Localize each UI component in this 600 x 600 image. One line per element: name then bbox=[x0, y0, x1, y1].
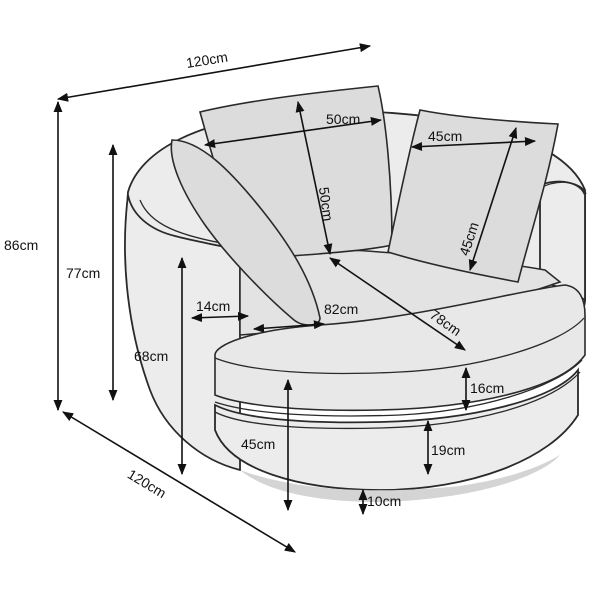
chair-base bbox=[214, 367, 579, 491]
label-seat-width: 82cm bbox=[324, 301, 358, 317]
label-back-pillow-height: 50cm bbox=[316, 186, 337, 222]
label-arm-width: 14cm bbox=[196, 298, 230, 314]
right-arm-piping bbox=[539, 181, 587, 195]
label-foot-height: 10cm bbox=[367, 493, 401, 509]
label-seat-height: 45cm bbox=[241, 436, 275, 452]
dim-line-seat-diagonal bbox=[329, 257, 466, 351]
dim-line-back-pillow-width bbox=[203, 116, 383, 149]
label-back-pillow-width: 50cm bbox=[326, 111, 360, 127]
dimension-lines bbox=[53, 43, 537, 553]
label-total-height: 86cm bbox=[4, 237, 38, 253]
label-base-height: 19cm bbox=[431, 442, 465, 458]
seat-cushion-top-piping bbox=[214, 317, 585, 375]
dim-line-back-pillow-height bbox=[295, 100, 333, 256]
dim-line-arm-width bbox=[190, 311, 250, 323]
label-arm-height: 68cm bbox=[134, 348, 168, 364]
dim-line-total-width bbox=[56, 43, 372, 102]
dim-line-scatter-pillow-height bbox=[468, 126, 518, 272]
label-cushion-thickness: 16cm bbox=[470, 380, 504, 396]
label-scatter-pillow-width: 45cm bbox=[428, 128, 462, 144]
base-shadow-band bbox=[240, 455, 560, 502]
dim-line-total-depth bbox=[62, 411, 296, 553]
label-backrest-height: 77cm bbox=[66, 265, 100, 281]
seat-cushion-bottom-piping bbox=[214, 359, 583, 417]
label-total-width: 120cm bbox=[185, 49, 229, 71]
swivel-chair-illustration bbox=[124, 85, 587, 502]
dim-line-seat-width bbox=[252, 320, 326, 333]
